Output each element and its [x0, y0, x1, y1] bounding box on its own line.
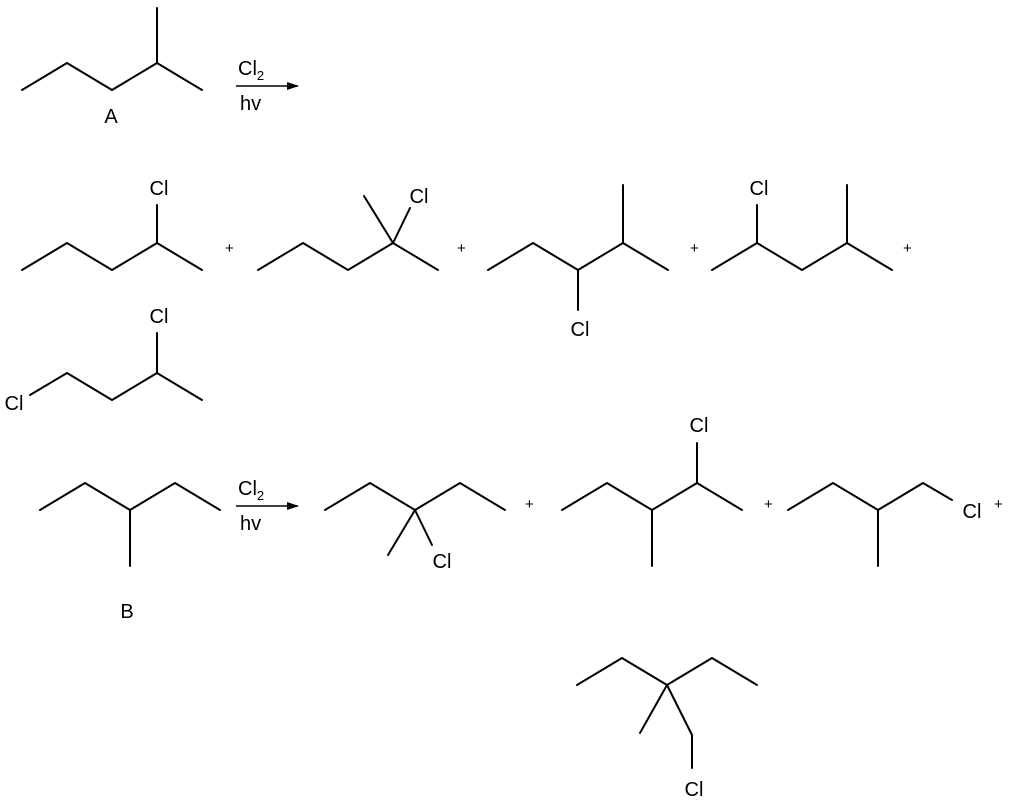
reagent-b-symbol: Cl [238, 478, 257, 500]
product-a2: Cl [257, 186, 439, 271]
reactant-a-skeleton [21, 62, 203, 91]
product-b1-cl-bond [414, 509, 433, 546]
plus-a3: + [690, 240, 699, 257]
product-a5-cl-top: Cl [150, 306, 169, 328]
plus-b1: + [525, 496, 534, 513]
product-b1: Cl [324, 482, 506, 573]
product-a4-skeleton [711, 242, 893, 271]
product-b4: Cl [576, 657, 758, 801]
plus-a2: + [457, 240, 466, 257]
product-b1-methyl-branch [387, 509, 416, 556]
reactant-a: A [21, 7, 203, 128]
product-a4: Cl [711, 178, 893, 271]
plus-b2: + [764, 496, 773, 513]
reactant-b-skeleton [39, 482, 221, 511]
product-a3-cl: Cl [571, 319, 590, 341]
product-b1-cl: Cl [433, 551, 452, 573]
plus-a1: + [225, 240, 234, 257]
condition-a: hv [240, 93, 261, 115]
product-b3: Cl [787, 482, 982, 567]
reagent-a: Cl2 [238, 58, 264, 83]
condition-b: hv [240, 513, 261, 535]
product-a1-skeleton [21, 242, 203, 271]
product-a2-skeleton [257, 242, 439, 271]
product-a1: Cl [21, 178, 203, 271]
reactant-a-label: A [104, 106, 118, 128]
product-b3-cl: Cl [963, 501, 982, 523]
reactant-b-label: B [120, 601, 133, 623]
product-a5: Cl Cl [5, 306, 203, 415]
reagent-b-subscript: 2 [257, 488, 264, 503]
product-a2-cl-bond [392, 207, 411, 244]
product-a2-methyl-branch [363, 195, 394, 244]
product-b2-skeleton [561, 482, 743, 511]
product-b2: Cl [561, 415, 743, 567]
product-b4-methyl-branch [639, 684, 668, 734]
reagent-a-subscript: 2 [257, 68, 264, 83]
reaction-b-arrow: Cl2 hv [236, 478, 299, 535]
reactant-b: B [39, 482, 221, 623]
product-a1-cl: Cl [150, 178, 169, 200]
product-b3-skeleton [787, 482, 953, 511]
product-a3: Cl [487, 184, 669, 341]
product-b2-cl: Cl [690, 415, 709, 437]
reagent-b: Cl2 [238, 478, 264, 503]
product-a2-cl: Cl [410, 186, 429, 208]
product-b4-chloromethyl [666, 684, 693, 769]
product-b4-skeleton [576, 657, 758, 686]
plus-a4: + [903, 240, 912, 257]
plus-b3: + [994, 496, 1003, 513]
product-a5-cl-left: Cl [5, 393, 24, 415]
product-a4-cl: Cl [750, 178, 769, 200]
product-a5-skeleton [29, 372, 203, 401]
reagent-a-symbol: Cl [238, 58, 257, 80]
product-b1-skeleton [324, 482, 506, 511]
reaction-a-arrow: Cl2 hv [236, 58, 299, 115]
product-b4-cl: Cl [685, 779, 704, 801]
product-a3-skeleton [487, 242, 669, 271]
